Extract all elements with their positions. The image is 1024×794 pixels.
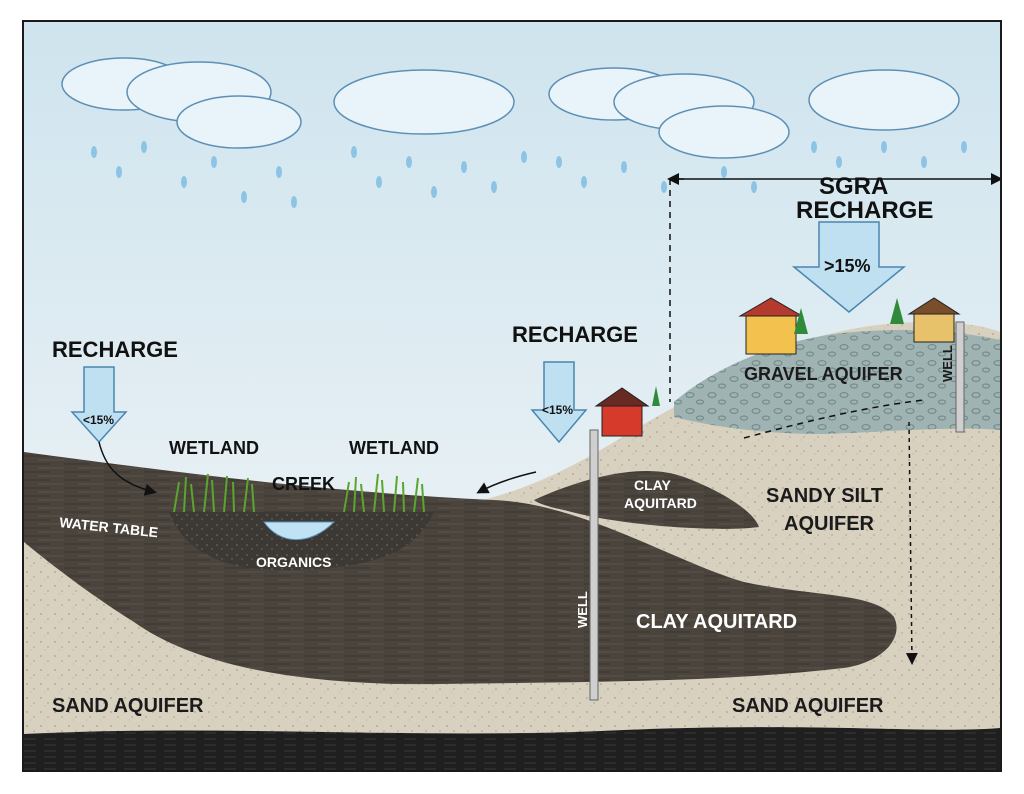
label-recharge-mid: RECHARGE bbox=[512, 322, 638, 347]
label-sgra: SGRA bbox=[819, 173, 888, 200]
label-recharge-left: RECHARGE bbox=[52, 337, 178, 362]
well-mid-pipe bbox=[589, 429, 599, 701]
label-sand-aquifer-right: SAND AQUIFER bbox=[732, 695, 884, 717]
trees bbox=[652, 298, 904, 406]
label-wetland-right: WETLAND bbox=[349, 438, 439, 458]
label-sandy-silt-2: AQUIFER bbox=[784, 513, 875, 535]
groundwater-diagram: RECHARGE <15% RECHARGE <15% SGRA RECHARG… bbox=[24, 22, 1000, 770]
house-small bbox=[907, 297, 961, 343]
label-sgra-recharge: RECHARGE bbox=[796, 197, 933, 224]
label-sand-aquifer-left: SAND AQUIFER bbox=[52, 695, 204, 717]
organics-basin bbox=[169, 512, 434, 571]
label-clay-small-2: AQUITARD bbox=[624, 495, 697, 511]
diagram-frame: RECHARGE <15% RECHARGE <15% SGRA RECHARG… bbox=[22, 20, 1002, 772]
creek-water bbox=[263, 521, 336, 541]
bedrock-base bbox=[24, 727, 1000, 770]
flow-arrow-mid bbox=[476, 471, 537, 494]
flow-arrow-down bbox=[905, 421, 918, 665]
recharge-mid-arrow bbox=[530, 361, 588, 444]
recharge-sgra-arrow bbox=[791, 221, 907, 313]
cloud-3 bbox=[548, 67, 790, 159]
cloud-4 bbox=[808, 69, 960, 131]
rain bbox=[91, 141, 967, 208]
wetland-grass bbox=[173, 473, 425, 513]
label-clay-aquitard: CLAY AQUITARD bbox=[636, 611, 797, 633]
flow-arrow-left bbox=[98, 441, 157, 496]
gravel-boundary-dashed bbox=[743, 399, 925, 439]
clouds bbox=[61, 57, 960, 159]
cloud-2 bbox=[333, 69, 515, 135]
recharge-left-arrow bbox=[70, 366, 128, 444]
label-clay-small-1: CLAY bbox=[634, 477, 671, 493]
label-organics: ORGANICS bbox=[256, 554, 331, 570]
label-well-right: WELL bbox=[940, 345, 955, 382]
label-well-mid: WELL bbox=[575, 591, 590, 628]
well-right-pipe bbox=[955, 321, 965, 433]
clay-aquitard-layer bbox=[24, 452, 897, 685]
house-red bbox=[594, 387, 650, 437]
label-creek: CREEK bbox=[272, 474, 335, 494]
cloud-1 bbox=[61, 57, 302, 149]
label-recharge-mid-pct: <15% bbox=[542, 403, 573, 417]
house-yellow bbox=[738, 297, 804, 355]
label-wetland-left: WETLAND bbox=[169, 438, 259, 458]
label-sandy-silt-1: SANDY SILT bbox=[766, 485, 883, 507]
label-recharge-left-pct: <15% bbox=[83, 413, 114, 427]
label-sgra-pct: >15% bbox=[824, 256, 871, 276]
label-gravel-aquifer: GRAVEL AQUIFER bbox=[744, 364, 903, 384]
gravel-aquifer-layer bbox=[674, 329, 1000, 434]
